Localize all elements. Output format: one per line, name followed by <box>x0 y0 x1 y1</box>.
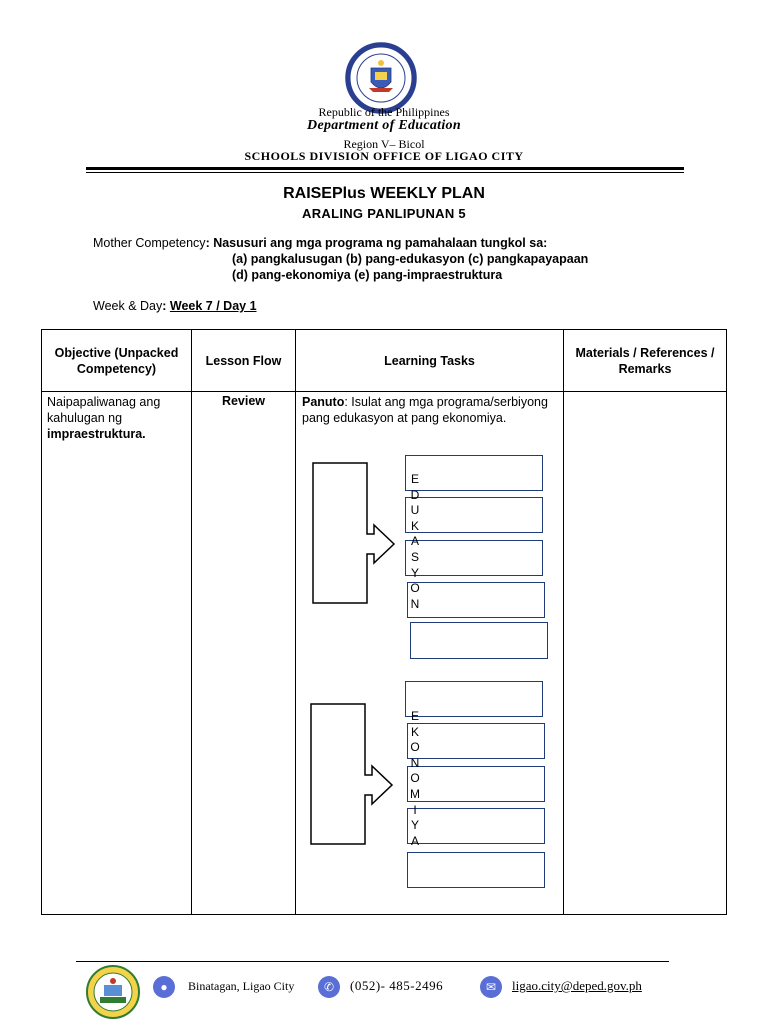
vertical-letter: O <box>410 771 420 786</box>
vertical-letter: S <box>410 550 419 564</box>
answer-box-edukasyon-1[interactable] <box>405 455 543 491</box>
location-pin-icon: ● <box>153 976 175 998</box>
competency-label: Mother Competency <box>93 236 206 250</box>
subject-title: ARALING PANLIPUNAN 5 <box>302 206 466 221</box>
header-learning-tasks: Learning Tasks <box>295 329 564 392</box>
materials-cell <box>563 391 727 915</box>
vertical-letter: E <box>410 709 419 723</box>
phone-icon: ✆ <box>318 976 340 998</box>
objective-cell: Naipapaliwanag ang kahulugan ng impraest… <box>41 391 192 915</box>
answer-box-edukasyon-4[interactable] <box>407 582 545 618</box>
header-region: Region V– Bicol <box>343 137 425 151</box>
answer-box-ekonomiya-3[interactable] <box>407 766 545 802</box>
footer-address: Binatagan, Ligao City <box>188 979 295 993</box>
arrow-shape-edukasyon <box>312 462 396 604</box>
answer-box-edukasyon-5[interactable] <box>410 622 548 659</box>
footer-phone: (052)- 485-2496 <box>350 978 444 993</box>
answer-box-ekonomiya-5[interactable] <box>407 852 545 888</box>
vertical-letter: O <box>410 740 420 755</box>
week-colon: : <box>162 299 170 313</box>
header-objective: Objective (Unpacked Competency) <box>41 329 192 392</box>
panuto-label: Panuto <box>302 395 345 409</box>
footer-email[interactable]: ligao.city@deped.gov.ph <box>512 978 642 993</box>
answer-box-edukasyon-2[interactable] <box>405 497 543 533</box>
competency-line1: Nasusuri ang mga programa ng pamahalaan … <box>213 236 548 250</box>
competency-colon: : <box>205 236 214 250</box>
vertical-letter: N <box>410 755 420 770</box>
arrow-shape-ekonomiya <box>310 703 394 845</box>
vertical-letter: N <box>410 596 420 611</box>
header-rule-thin <box>86 172 684 173</box>
competency-line3: (d) pang-ekonomiya (e) pang-impraestrukt… <box>232 268 503 282</box>
week-label: Week & Day <box>93 299 163 313</box>
mother-competency: Mother Competency: Nasusuri ang mga prog… <box>93 236 588 282</box>
mail-icon: ✉ <box>480 976 502 998</box>
vertical-letter: Y <box>410 565 419 580</box>
vertical-letter: U <box>410 503 420 518</box>
vertical-letter: A <box>410 833 419 848</box>
week-value: Week 7 / Day 1 <box>169 299 257 313</box>
vertical-letter: E <box>410 472 419 486</box>
vertical-letter: O <box>410 581 420 596</box>
vertical-letter: K <box>410 724 419 739</box>
header-division: SCHOOLS DIVISION OFFICE OF LIGAO CITY <box>244 149 524 163</box>
panuto-text: : Isulat ang mga programa/serbiyong pang… <box>302 395 548 425</box>
deped-seal-logo <box>345 42 417 114</box>
vertical-letter: D <box>410 487 420 502</box>
answer-box-ekonomiya-1[interactable] <box>405 681 543 717</box>
answer-box-ekonomiya-2[interactable] <box>407 723 545 759</box>
panuto-instruction: Panuto: Isulat ang mga programa/serbiyon… <box>302 394 557 426</box>
vertical-letter: M <box>410 787 420 801</box>
footer-deped-seal-logo <box>86 965 140 1019</box>
learning-tasks-cell: Panuto: Isulat ang mga programa/serbiyon… <box>295 391 564 915</box>
footer-rule <box>76 961 669 962</box>
table-row: Naipapaliwanag ang kahulugan ng impraest… <box>41 391 727 915</box>
vertical-letter: K <box>410 518 419 533</box>
header-rule-thick <box>86 167 684 170</box>
header-materials: Materials / References / Remarks <box>563 329 727 392</box>
weekly-plan-table: Objective (Unpacked Competency) Lesson F… <box>41 329 727 915</box>
objective-bold: impraestruktura. <box>47 427 146 441</box>
answer-box-ekonomiya-4[interactable] <box>407 808 545 844</box>
vertical-letter: A <box>410 534 419 549</box>
plan-title: RAISEPlus WEEKLY PLAN <box>283 185 485 202</box>
vertical-letter: I <box>413 802 417 817</box>
header-department: Department of Education <box>307 118 461 133</box>
competency-line2: (a) pangkalusugan (b) pang-edukasyon (c)… <box>232 252 589 266</box>
answer-box-edukasyon-3[interactable] <box>405 540 543 576</box>
header-lesson-flow: Lesson Flow <box>191 329 296 392</box>
objective-text: Naipapaliwanag ang kahulugan ng <box>47 395 161 425</box>
lesson-flow-cell: Review <box>191 391 296 915</box>
week-day: Week & Day: Week 7 / Day 1 <box>93 299 257 313</box>
table-header-row: Objective (Unpacked Competency) Lesson F… <box>41 329 727 392</box>
header-republic: Republic of the Philippines <box>318 105 450 119</box>
vertical-letter: Y <box>410 818 419 833</box>
